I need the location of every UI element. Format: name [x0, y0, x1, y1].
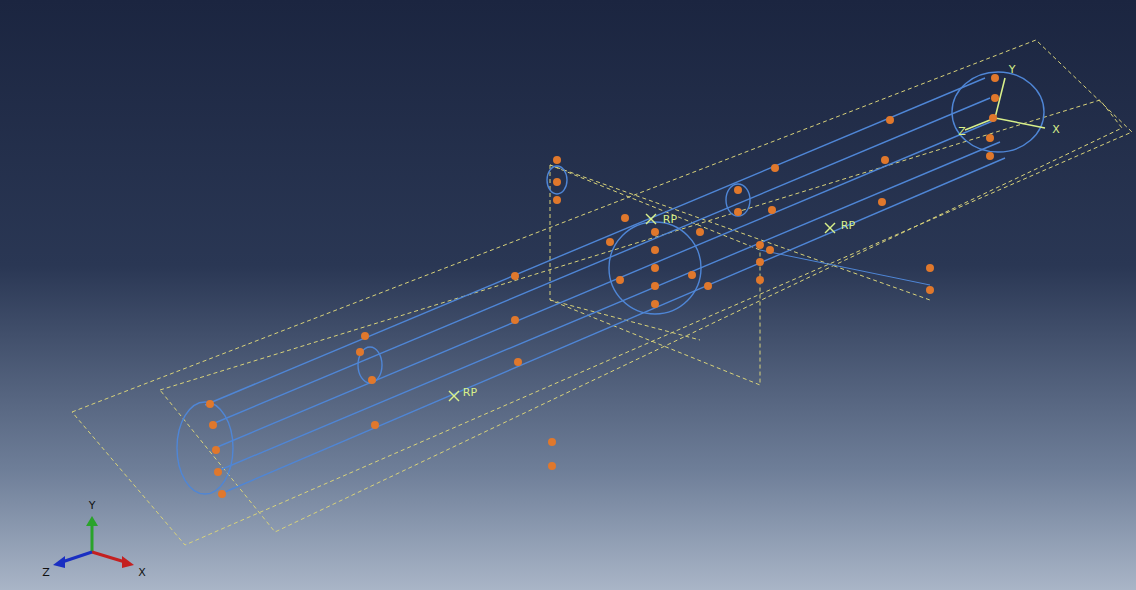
- bc-marker: [766, 246, 774, 254]
- bc-marker: [206, 400, 214, 408]
- bc-marker: [878, 198, 886, 206]
- local-csys: [965, 78, 1045, 130]
- axis-label: X: [1052, 124, 1060, 136]
- bc-marker: [651, 228, 659, 236]
- bc-marker: [756, 276, 764, 284]
- bc-marker: [688, 271, 696, 279]
- bc-marker: [651, 264, 659, 272]
- axis-label: Y: [1009, 64, 1016, 76]
- bc-marker: [651, 246, 659, 254]
- bc-marker: [986, 152, 994, 160]
- bc-marker: [734, 208, 742, 216]
- bc-marker: [734, 186, 742, 194]
- global-triad: [53, 516, 134, 568]
- axis-label: Z: [42, 567, 50, 579]
- bc-marker: [209, 421, 217, 429]
- boundary-condition-markers: [206, 74, 999, 498]
- bc-marker: [214, 468, 222, 476]
- bc-marker: [881, 156, 889, 164]
- bc-marker: [218, 490, 226, 498]
- axis-label: X: [138, 567, 146, 579]
- bc-marker: [356, 348, 364, 356]
- bc-marker: [361, 332, 369, 340]
- bc-marker: [606, 238, 614, 246]
- bc-marker: [548, 462, 556, 470]
- bc-marker: [616, 276, 624, 284]
- reference-point-marks: [449, 214, 835, 401]
- bc-marker: [511, 272, 519, 280]
- reference-point-label: RP: [663, 214, 677, 226]
- bc-marker: [926, 264, 934, 272]
- bc-marker: [553, 178, 561, 186]
- bc-marker: [768, 206, 776, 214]
- bc-marker: [371, 421, 379, 429]
- bc-marker: [651, 300, 659, 308]
- bc-marker: [553, 156, 561, 164]
- bc-marker: [212, 446, 220, 454]
- axis-label: Y: [89, 500, 96, 512]
- reference-point-label: RP: [463, 387, 477, 399]
- reference-point-label: RP: [841, 220, 855, 232]
- bc-marker: [989, 114, 997, 122]
- bc-marker: [756, 241, 764, 249]
- cylinder-wireframe: [177, 72, 1044, 494]
- bc-marker: [511, 316, 519, 324]
- bc-marker: [621, 214, 629, 222]
- bc-marker: [771, 164, 779, 172]
- bc-marker: [886, 116, 894, 124]
- bc-marker: [514, 358, 522, 366]
- bc-marker: [651, 282, 659, 290]
- bc-marker: [991, 94, 999, 102]
- bc-marker: [986, 134, 994, 142]
- bc-marker: [696, 228, 704, 236]
- bc-marker: [926, 286, 934, 294]
- bc-marker: [548, 438, 556, 446]
- bc-marker: [368, 376, 376, 384]
- bc-marker: [756, 258, 764, 266]
- datum-planes: [72, 40, 1132, 545]
- axis-label: Z: [958, 126, 966, 138]
- bc-marker: [704, 282, 712, 290]
- bc-marker: [553, 196, 561, 204]
- bc-marker: [991, 74, 999, 82]
